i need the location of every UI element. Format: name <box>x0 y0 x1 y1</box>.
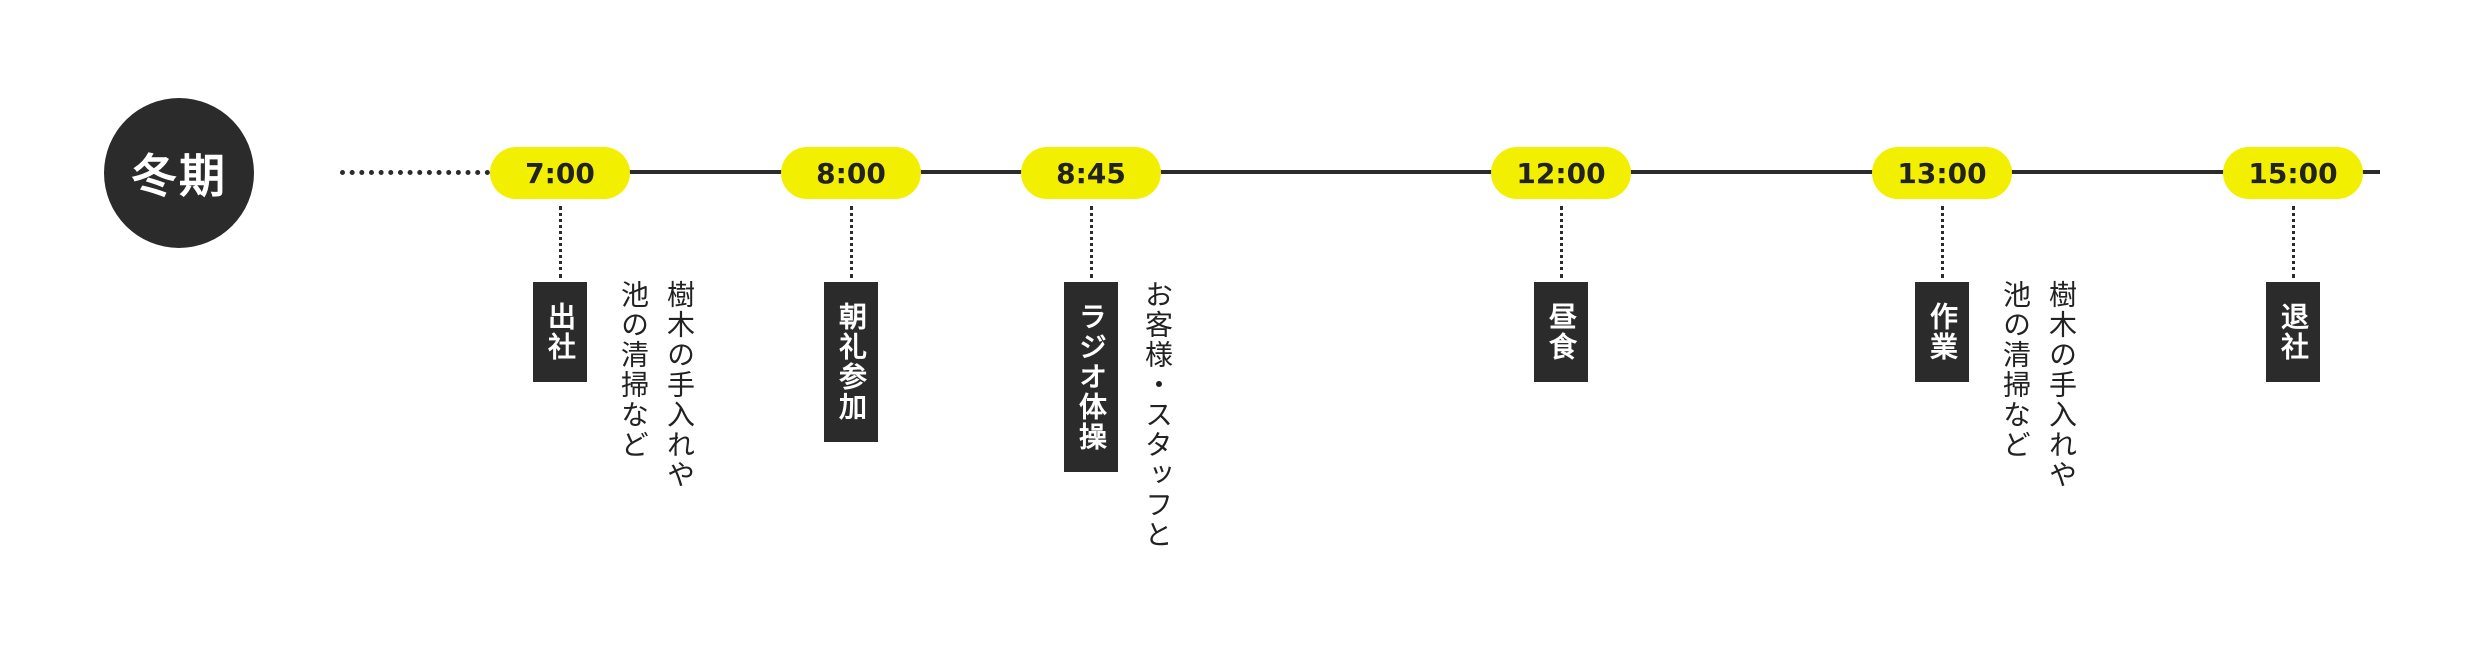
event-label: ラジオ体操 <box>1064 282 1118 472</box>
timeline-connector <box>559 206 562 278</box>
season-badge: 冬期 <box>104 98 254 248</box>
time-pill: 8:45 <box>1021 147 1161 199</box>
event-label: 昼食 <box>1534 282 1588 382</box>
event-label: 作業 <box>1915 282 1969 382</box>
time-pill: 15:00 <box>2223 147 2363 199</box>
timeline-connector <box>1090 206 1093 278</box>
event-label: 出社 <box>533 282 587 382</box>
event-note: 樹木の手入れや 池の清掃など <box>617 280 696 490</box>
timeline-connector <box>2292 206 2295 278</box>
timeline-connector <box>850 206 853 278</box>
season-label: 冬期 <box>131 149 227 203</box>
timeline-line <box>560 170 2380 174</box>
timeline-connector <box>1560 206 1563 278</box>
event-note: お客様・スタッフと <box>1141 280 1174 550</box>
time-pill: 7:00 <box>490 147 630 199</box>
timeline-connector <box>1941 206 1944 278</box>
event-label: 朝礼参加 <box>824 282 878 442</box>
event-note: 樹木の手入れや 池の清掃など <box>1999 280 2078 490</box>
time-pill: 13:00 <box>1872 147 2012 199</box>
timeline-lead-dots <box>340 170 490 175</box>
event-label: 退社 <box>2266 282 2320 382</box>
time-pill: 8:00 <box>781 147 921 199</box>
time-pill: 12:00 <box>1491 147 1631 199</box>
